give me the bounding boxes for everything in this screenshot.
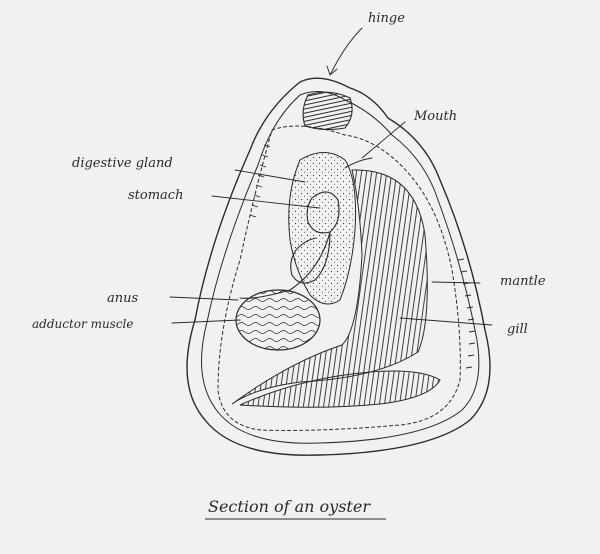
hinge-ligament	[303, 92, 352, 129]
mouth-palps	[345, 158, 372, 168]
label-adductor-muscle: adductor muscle	[32, 317, 134, 331]
label-mantle: mantle	[500, 274, 546, 289]
label-digestive-gland: digestive gland	[72, 156, 173, 171]
leader-adductor-muscle	[172, 320, 240, 323]
label-gill: gill	[507, 322, 528, 337]
leader-anus	[170, 297, 238, 300]
gill-lower-fold	[240, 371, 440, 407]
label-anus: anus	[107, 291, 138, 306]
label-mouth: Mouth	[413, 109, 457, 124]
adductor-muscle	[236, 290, 320, 350]
diagram-title: Section of an oyster	[208, 497, 371, 516]
label-stomach: stomach	[128, 188, 183, 203]
leader-mantle	[432, 282, 480, 283]
label-hinge: hinge	[368, 11, 405, 26]
leader-hinge	[330, 28, 362, 75]
shell-ticks-left	[250, 145, 270, 217]
